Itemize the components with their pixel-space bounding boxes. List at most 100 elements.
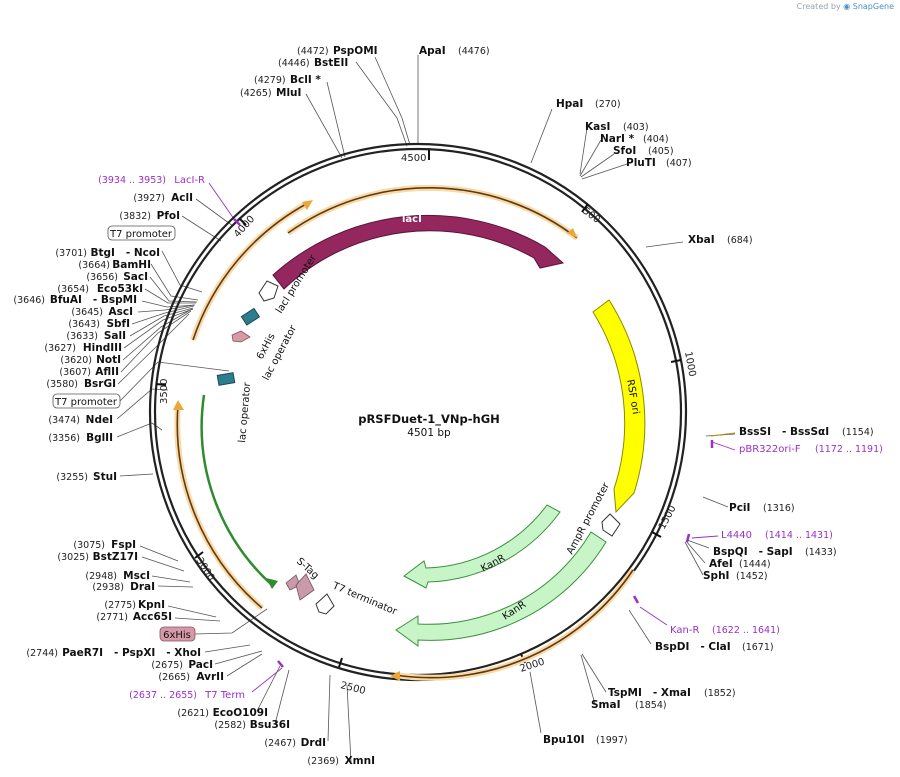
site-name: PfoI	[157, 210, 180, 222]
primer-name: T7 Term	[204, 690, 245, 701]
site-pos: (2665)	[158, 672, 190, 683]
site-pos: (1154)	[842, 427, 874, 438]
feature-laci-label: lacI	[402, 214, 422, 225]
feature-t7-terminator[interactable]	[315, 593, 335, 615]
6xhis-box	[159, 626, 196, 642]
site-pos: (3927)	[133, 193, 165, 204]
site-pos: (3656)	[86, 272, 118, 283]
site-pos: (405)	[648, 146, 674, 157]
site-pos: (3620)	[60, 355, 92, 366]
site-name: BtgI - NcoI	[90, 247, 160, 259]
feature-laci[interactable]	[272, 214, 565, 290]
site-name: HindIII	[83, 342, 122, 354]
feature-s-tag-arrow	[295, 573, 315, 601]
feature-lac-operator-2-label: lac operator	[237, 381, 253, 443]
primer-name: pBR322ori-F	[739, 444, 801, 455]
primer-range: (2637 .. 2655)	[129, 690, 197, 701]
site-name: NarI *	[600, 133, 635, 145]
feature-lac-operator-1[interactable]	[240, 307, 261, 326]
site-name: BstEII	[314, 57, 348, 69]
site-pos: (1854)	[635, 700, 667, 711]
site-pos: (3643)	[68, 319, 100, 330]
snapgene-logo-icon: ◉	[843, 2, 851, 11]
site-name: BclI *	[290, 74, 321, 86]
t7-promoter-label: T7 promoter	[109, 229, 173, 240]
site-pos: (1444)	[739, 559, 771, 570]
site-pos: (4446)	[278, 58, 310, 69]
primer-range: (1622 .. 1641)	[712, 625, 780, 636]
pbr-leader	[710, 432, 736, 437]
site-pos: (3255)	[56, 472, 88, 483]
site-pos: (4476)	[458, 46, 490, 57]
site-pos: (3627)	[44, 343, 76, 354]
site-pos: (3356)	[48, 433, 80, 444]
6xhis-box-label: 6xHis	[163, 630, 191, 641]
t7-promoter-box	[52, 393, 121, 409]
site-pos: (2467)	[264, 738, 296, 749]
site-name: PacI	[188, 659, 213, 671]
site-name: PaeR7I - PspXI - XhoI	[62, 647, 201, 659]
primer-range: (3934 .. 3953)	[98, 175, 166, 186]
site-pos: (2582)	[214, 720, 246, 731]
site-pos: (2771)	[96, 612, 128, 623]
site-name: AflII	[95, 366, 119, 378]
site-name: KpnI	[138, 599, 165, 611]
site-pos: (4472)	[297, 46, 329, 57]
primer-leaders	[208, 182, 736, 693]
site-name: BstZ17I	[93, 551, 138, 563]
site-pos: (1997)	[596, 735, 628, 746]
site-name: Eco53kI	[97, 283, 143, 295]
site-name: Acc65I	[133, 611, 172, 623]
site-name: ApaI	[419, 45, 446, 57]
site-name: EcoO109I	[213, 707, 268, 719]
site-name: KasI	[585, 121, 610, 133]
site-name: AclI	[171, 192, 193, 204]
credit-brand: SnapGene	[852, 2, 894, 11]
site-name: NotI	[96, 354, 121, 366]
tick-label: 4500	[401, 153, 426, 164]
tick-label: 2500	[339, 680, 366, 697]
primer-name: LacI-R	[174, 175, 205, 186]
site-name: DraI	[130, 581, 155, 593]
feature-6xhis[interactable]	[231, 330, 251, 343]
site-name: SfoI	[613, 145, 636, 157]
site-name: PspOMI	[333, 45, 378, 57]
site-pos: (3646)	[13, 295, 45, 306]
feature-kanr-2[interactable]	[395, 531, 607, 647]
site-pos: (2621)	[177, 708, 209, 719]
site-name: MscI	[123, 570, 150, 582]
site-name: DrdI	[301, 737, 326, 749]
site-name: MluI	[276, 87, 301, 99]
feature-kanr-1[interactable]	[403, 504, 561, 589]
plasmid-length: 4501 bp	[407, 427, 451, 439]
site-pos: (1433)	[805, 547, 837, 558]
site-name: BspQI - SapI	[713, 546, 793, 558]
site-name: BglII	[86, 432, 113, 444]
site-pos: (2744)	[26, 648, 58, 659]
site-name: Bsu36I	[250, 719, 290, 731]
primer-name: L4440	[721, 530, 752, 541]
feature-laci-promoter[interactable]	[258, 280, 279, 302]
tick-label: 1000	[682, 351, 697, 378]
site-pos: (3645)	[71, 307, 103, 318]
site-name: BspDI - ClaI	[655, 641, 731, 653]
tick-label: 500	[580, 206, 602, 226]
credit-prefix: Created by	[796, 2, 841, 11]
site-name: TspMI - XmaI	[608, 687, 691, 699]
site-pos: (407)	[666, 158, 692, 169]
feature-lac-operator-2[interactable]	[216, 372, 236, 386]
feature-ampr-promoter[interactable]	[601, 513, 621, 537]
site-pos: (2938)	[92, 582, 124, 593]
tick-label: 4000	[232, 214, 257, 240]
primer-labels: (3934 .. 3953) LacI-R pBR322ori-F (1172 …	[98, 175, 883, 701]
orf-arcs	[174, 184, 636, 681]
feature-rsf-ori[interactable]	[592, 299, 646, 514]
site-pos: (3701)	[55, 248, 87, 259]
orf-arrowheads	[173, 200, 577, 681]
tick-label: 3000	[193, 556, 216, 583]
site-name: SphI	[703, 570, 729, 582]
site-labels: (4472) PspOMI (4446) BstEII (4279) BclI …	[13, 45, 873, 767]
site-pos: (270)	[595, 99, 621, 110]
t7-promoter-box	[107, 225, 176, 241]
